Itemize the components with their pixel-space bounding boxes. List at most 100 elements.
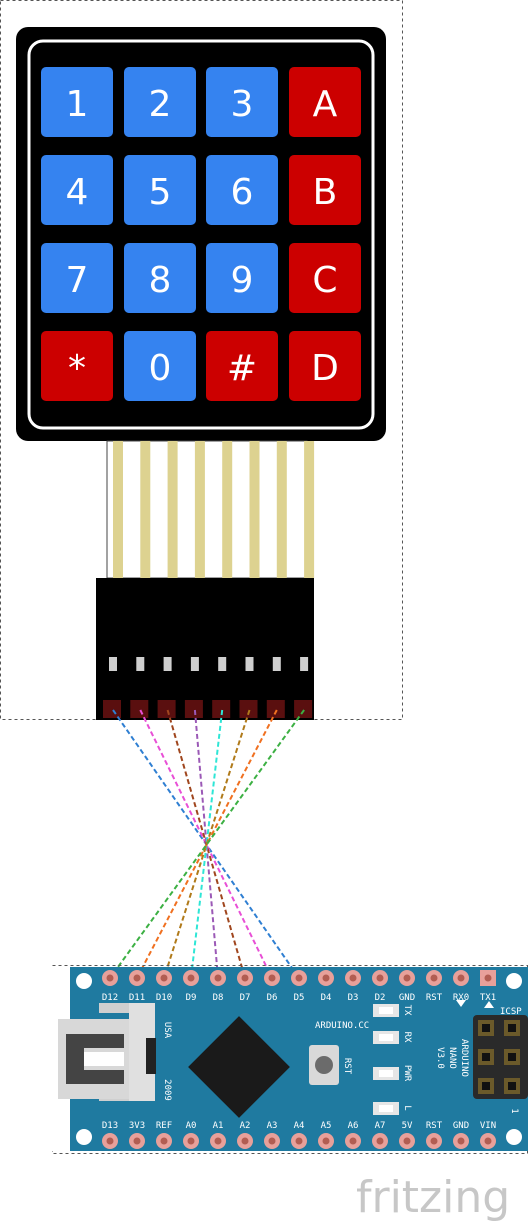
- key-7[interactable]: 7: [41, 243, 113, 313]
- pin-hole: [430, 974, 438, 982]
- key-9[interactable]: 9: [206, 243, 278, 313]
- key-8[interactable]: 8: [124, 243, 196, 313]
- ribbon-traces: [113, 441, 315, 578]
- led-lens: [379, 1034, 393, 1041]
- icsp-label: ICSP: [500, 1007, 522, 1017]
- key-#[interactable]: #: [206, 331, 278, 401]
- fritzing-watermark: fritzing: [356, 1172, 510, 1223]
- key-A[interactable]: A: [289, 67, 361, 137]
- key-label: *: [68, 348, 86, 389]
- pin-hole: [376, 974, 384, 982]
- rx-arrow-icon: [456, 1000, 466, 1007]
- key-3[interactable]: 3: [206, 67, 278, 137]
- pin-hole: [106, 974, 114, 982]
- key-cap: [206, 331, 278, 401]
- pin-label: RX0: [453, 993, 469, 1003]
- connector-pin[interactable]: [294, 700, 313, 718]
- pin-label: 5V: [402, 1121, 413, 1131]
- key-label: 2: [149, 84, 172, 125]
- key-C[interactable]: C: [289, 243, 361, 313]
- pin-hole: [214, 974, 222, 982]
- wire-to-D10[interactable]: [163, 709, 251, 979]
- wire-to-D6[interactable]: [139, 709, 273, 979]
- jumper-wires: [109, 709, 305, 979]
- key-label: B: [313, 172, 338, 213]
- key-cap: [124, 243, 196, 313]
- connector-pin[interactable]: [157, 700, 176, 718]
- pin-label: D4: [321, 993, 332, 1003]
- key-B[interactable]: B: [289, 155, 361, 225]
- pin-label: A5: [321, 1121, 332, 1131]
- keypad-inner-border: [27, 39, 375, 430]
- pin-hole: [187, 974, 195, 982]
- pin-label: D5: [294, 993, 305, 1003]
- pin-hole: [403, 1137, 411, 1145]
- wire-to-D11[interactable]: [136, 709, 278, 979]
- pin-label: A7: [375, 1121, 386, 1131]
- microcontroller-chip: [188, 1016, 290, 1118]
- key-cap: [41, 155, 113, 225]
- pin-hole: [457, 974, 465, 982]
- key-cap: [289, 155, 361, 225]
- pin-hole: [322, 1137, 330, 1145]
- mounting-hole: [76, 1129, 92, 1145]
- wire-to-D12[interactable]: [109, 709, 305, 979]
- model-line: NANO: [447, 1047, 457, 1069]
- key-cap: [206, 67, 278, 137]
- key-0[interactable]: 0: [124, 331, 196, 401]
- connector-slot: [190, 657, 199, 671]
- key-cap: [41, 331, 113, 401]
- connector-pin[interactable]: [266, 700, 285, 718]
- model-line: V3.0: [435, 1047, 445, 1069]
- key-1[interactable]: 1: [41, 67, 113, 137]
- key-cap: [41, 243, 113, 313]
- connector-pin[interactable]: [103, 700, 121, 718]
- mounting-hole: [506, 973, 522, 989]
- pin-hole: [457, 1137, 465, 1145]
- key-D[interactable]: D: [289, 331, 361, 401]
- connector-slot: [272, 657, 281, 671]
- ribbon-trace: [249, 441, 260, 578]
- key-label: #: [227, 348, 257, 389]
- pin-hole: [133, 974, 141, 982]
- pin-hole: [484, 974, 492, 982]
- key-4[interactable]: 4: [41, 155, 113, 225]
- pin-label: D8: [213, 993, 224, 1003]
- key-2[interactable]: 2: [124, 67, 196, 137]
- model-line: ARDUINO: [459, 1039, 469, 1077]
- wire-to-D9[interactable]: [190, 709, 224, 979]
- led-label: PWR: [402, 1065, 412, 1082]
- connector-pin[interactable]: [130, 700, 149, 718]
- led-lens: [379, 1105, 393, 1112]
- pin-label: A1: [213, 1121, 224, 1131]
- pin-label: A4: [294, 1121, 305, 1131]
- connector-slot: [109, 657, 117, 671]
- pin-hole: [160, 974, 168, 982]
- connector-pin[interactable]: [239, 700, 258, 718]
- key-5[interactable]: 5: [124, 155, 196, 225]
- connector-slot: [136, 657, 145, 671]
- pin-label: GND: [399, 993, 415, 1003]
- reset-button[interactable]: [309, 1045, 339, 1085]
- key-cap: [206, 155, 278, 225]
- usa-label: USA: [162, 1022, 172, 1039]
- pin-label: VIN: [480, 1121, 496, 1131]
- pin-hole: [241, 974, 249, 982]
- led-label: TX: [402, 1005, 412, 1016]
- pin-hole: [349, 974, 357, 982]
- connector-pin[interactable]: [184, 700, 203, 718]
- pin-label: D12: [102, 993, 118, 1003]
- wire-to-D8[interactable]: [193, 709, 219, 979]
- key-*[interactable]: *: [41, 331, 113, 401]
- key-6[interactable]: 6: [206, 155, 278, 225]
- pin-label: D7: [240, 993, 251, 1003]
- pin-label: A2: [240, 1121, 251, 1131]
- pin-hole: [187, 1137, 195, 1145]
- key-cap: [206, 243, 278, 313]
- connector-pin[interactable]: [212, 700, 231, 718]
- pin-label: RST: [426, 1121, 443, 1131]
- ribbon-trace: [113, 441, 123, 578]
